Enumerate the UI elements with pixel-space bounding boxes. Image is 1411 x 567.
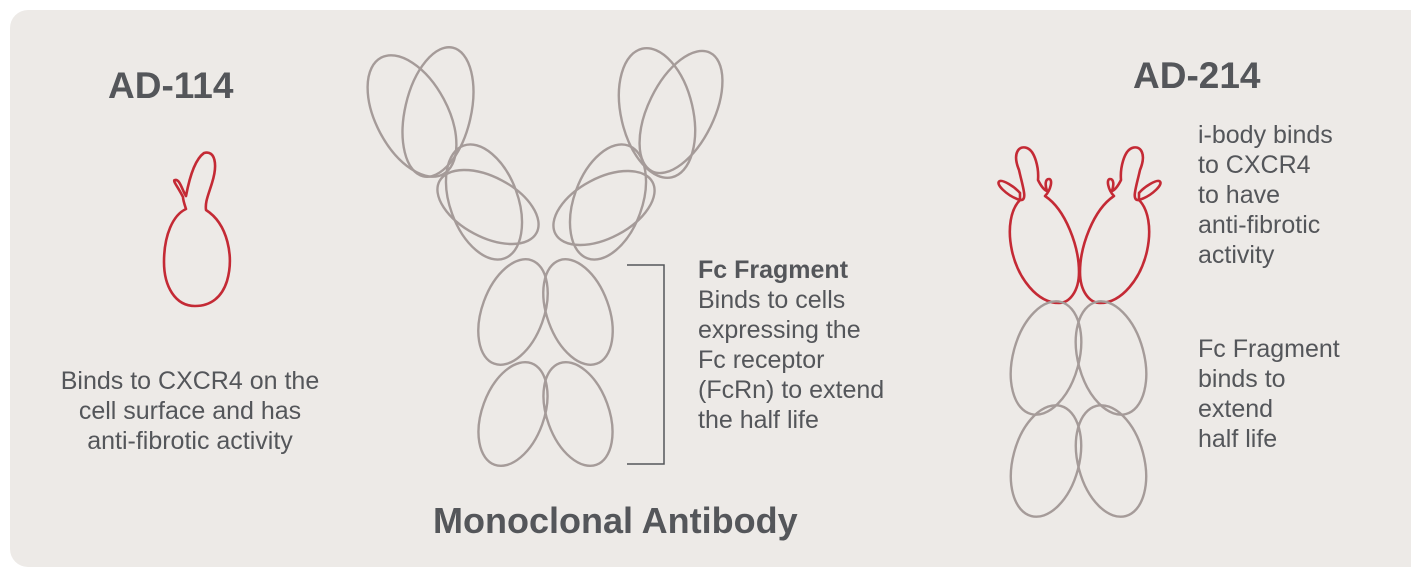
- ad214-ibody-text: i-body binds to CXCR4 to have anti-fibro…: [1198, 120, 1333, 270]
- ad214-ibody-line-2: to CXCR4: [1198, 150, 1333, 180]
- ad114-ibody-shape: [164, 153, 230, 306]
- ad214-ibody-line-1: i-body binds: [1198, 120, 1333, 150]
- fc-fragment-heading: Fc Fragment: [698, 255, 884, 285]
- ad214-fc-text: Fc Fragment binds to extend half life: [1198, 334, 1340, 454]
- mab-fc-lower-right: [530, 353, 625, 476]
- ad214-title: AD-214: [1133, 55, 1261, 97]
- ad214-ibody-line-3: to have: [1198, 180, 1333, 210]
- fc-fragment-line-2: expressing the: [698, 315, 884, 345]
- ad214-left-ibody-arm: [998, 147, 1079, 303]
- mab-left-inner-heavy-chain: [432, 134, 537, 270]
- ad114-caption: Binds to CXCR4 on the cell surface and h…: [40, 366, 340, 456]
- ad214-ibody-shape: [998, 147, 1160, 524]
- ad214-right-ibody-arm: [1080, 147, 1161, 303]
- ad214-fc-upper-right: [1064, 293, 1158, 422]
- ad214-fc-lower-left: [999, 397, 1092, 524]
- ad114-caption-line-2: cell surface and has: [40, 396, 340, 426]
- fc-fragment-line-5: the half life: [698, 405, 884, 435]
- ad214-fc-lower-right: [1064, 397, 1157, 524]
- mab-right-outer-heavy-chain: [607, 41, 707, 186]
- ad214-fc-line-2: binds to: [1198, 364, 1340, 394]
- fc-fragment-line-1: Binds to cells: [698, 285, 884, 315]
- ad114-caption-line-1: Binds to CXCR4 on the: [40, 366, 340, 396]
- fc-fragment-label: Fc Fragment Binds to cells expressing th…: [698, 255, 884, 435]
- ad214-ibody-line-5: activity: [1198, 240, 1333, 270]
- ad114-caption-line-3: anti-fibrotic activity: [40, 426, 340, 456]
- ad114-title: AD-114: [108, 65, 233, 107]
- ad214-fc-line-4: half life: [1198, 424, 1340, 454]
- mab-right-inner-heavy-chain: [556, 134, 661, 270]
- fc-fragment-line-4: (FcRn) to extend: [698, 375, 884, 405]
- ad214-ibody-line-4: anti-fibrotic: [1198, 210, 1333, 240]
- mab-right-inner-light-chain: [541, 156, 666, 261]
- ad214-fc-upper-left: [999, 293, 1093, 422]
- ad214-fc-line-1: Fc Fragment: [1198, 334, 1340, 364]
- monoclonal-antibody-shape: [349, 38, 739, 475]
- fc-fragment-line-3: Fc receptor: [698, 345, 884, 375]
- mab-fc-upper-right: [530, 250, 626, 375]
- monoclonal-antibody-title: Monoclonal Antibody: [433, 500, 798, 542]
- ad214-fc-line-3: extend: [1198, 394, 1340, 424]
- mab-left-outer-heavy-chain: [391, 40, 485, 183]
- fc-fragment-bracket: [627, 265, 664, 464]
- mab-right-outer-light-chain: [622, 38, 739, 186]
